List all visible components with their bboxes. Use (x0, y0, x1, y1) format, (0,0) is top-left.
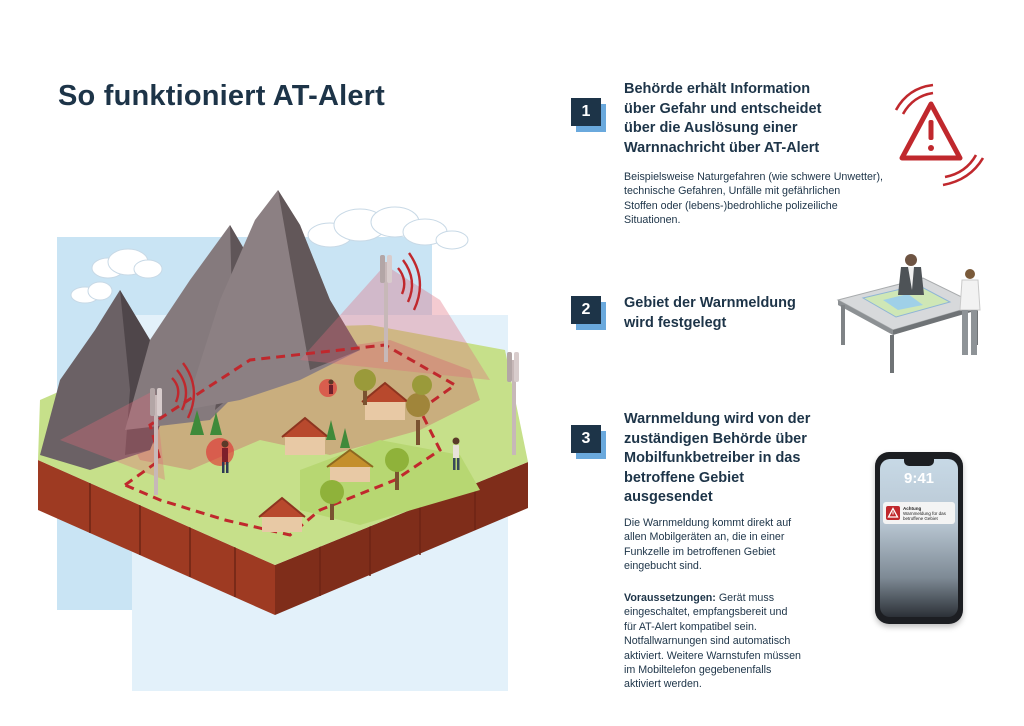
mountain-big-shade (278, 190, 360, 370)
page-title: So funktioniert AT-Alert (58, 80, 386, 112)
phone-time: 9:41 (903, 470, 935, 487)
person-alerted-1 (206, 438, 234, 473)
cloud-right (307, 206, 469, 250)
island-side-left (38, 460, 275, 615)
step-2-badge: 2 (571, 296, 606, 330)
requirements-label: Voraussetzungen: (624, 592, 716, 604)
signal-waves-tower-2 (397, 252, 422, 311)
step-2-number: 2 (571, 296, 601, 324)
alert-title: Achtung (903, 505, 922, 511)
house-4 (258, 496, 306, 532)
terrain-dirt (120, 340, 480, 470)
step-3-body: Die Warnmeldung kommt direkt auf allen M… (624, 517, 792, 573)
person-alerted-2 (319, 379, 337, 397)
step-1-body: Beispielsweise Naturgefahren (wie schwer… (624, 171, 883, 227)
trees (190, 369, 432, 520)
coverage-area-illustration (38, 190, 528, 691)
cell-tower-3 (507, 352, 519, 455)
coverage-cone-tower-1 (60, 390, 165, 480)
alert-notification[interactable]: Achtung Warnmeldung für das betroffene G… (883, 502, 955, 524)
signal-waves-tower-1 (171, 362, 196, 419)
step-2-heading: Gebiet der Warnmeldung wird festgelegt (624, 295, 796, 331)
cell-tower-2 (380, 255, 392, 362)
warning-area-outline (121, 343, 458, 537)
alert-text: Warnmeldung für das betroffene Gebiet (903, 510, 946, 521)
phone-notch (904, 459, 934, 466)
step-3-requirements: Voraussetzungen: Gerät muss eingeschalte… (624, 591, 844, 692)
smartphone-icon: 9:41 Achtung Warnmeldung für das betroff… (875, 452, 963, 624)
island-side-right (275, 462, 528, 615)
phone-screen: 9:41 Achtung Warnmeldung für das betroff… (880, 459, 958, 617)
warning-triangle-icon (894, 83, 985, 187)
cloud-left (70, 248, 163, 304)
requirements-text: Gerät muss eingeschaltet, empfangsbereit… (624, 592, 802, 691)
step-1-heading: Behörde erhält Information über Gefahr u… (624, 81, 822, 156)
step-3-badge: 3 (571, 425, 606, 459)
officials-at-map-table (836, 254, 981, 373)
house-2 (361, 381, 409, 420)
step-1-number: 1 (571, 98, 601, 126)
person-walking (452, 437, 460, 470)
house-1 (281, 416, 329, 455)
cell-tower-1 (150, 388, 162, 495)
coverage-cone-tower-2 (300, 265, 490, 380)
step-1-badge: 1 (571, 98, 606, 132)
step-3-heading: Warnmeldung wird von der zuständigen Beh… (624, 411, 811, 505)
house-3 (326, 448, 374, 482)
step-3-number: 3 (571, 425, 601, 453)
alert-triangle-icon (886, 506, 900, 520)
